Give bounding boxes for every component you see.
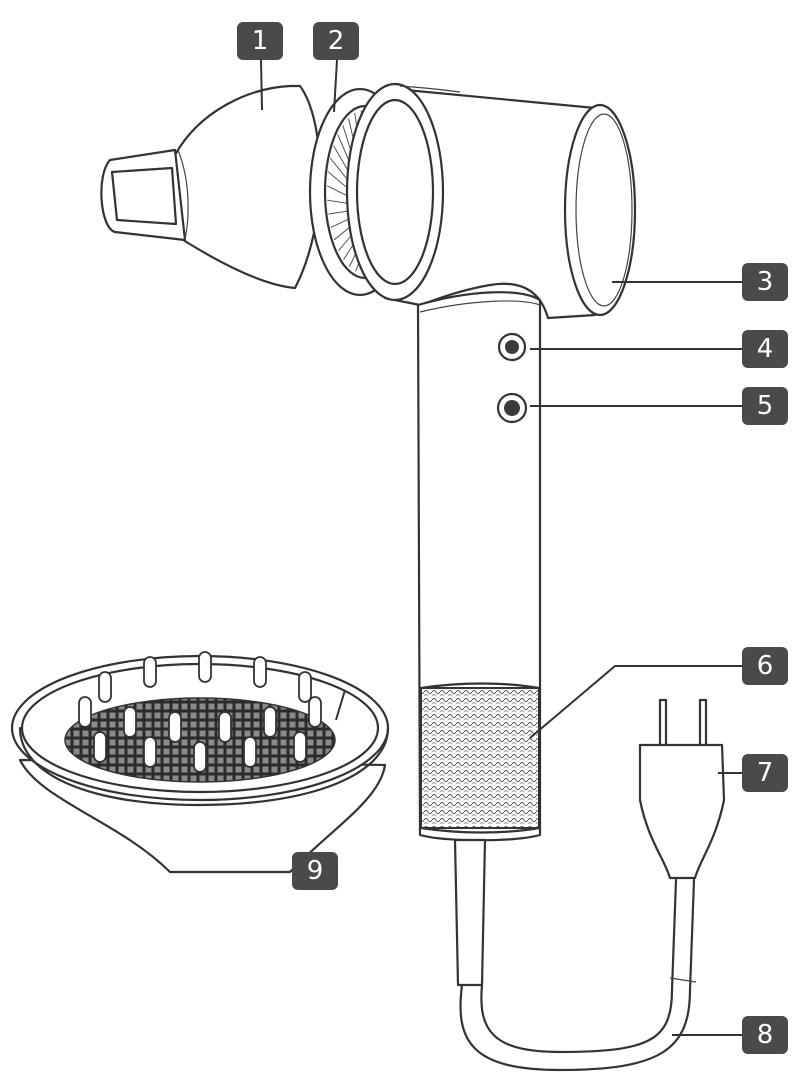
diffuser-prong: [168, 711, 182, 743]
svg-text:6: 6: [757, 651, 774, 681]
diffuser-prong: [243, 736, 257, 768]
dryer-head: [345, 82, 637, 320]
svg-text:2: 2: [328, 26, 345, 56]
callout-2-badge: 2: [313, 22, 359, 60]
diffuser-prong: [263, 706, 277, 738]
speed-button: [496, 392, 528, 424]
svg-text:4: 4: [757, 334, 774, 364]
svg-text:1: 1: [252, 26, 269, 56]
power-plug: [638, 698, 726, 880]
svg-text:3: 3: [757, 267, 774, 297]
diffuser-prong: [123, 706, 137, 738]
diffuser-prong: [293, 731, 307, 763]
callout-3-badge: 3: [742, 263, 788, 301]
concentrator-nozzle: [100, 84, 322, 290]
dryer-handle: [416, 291, 542, 842]
diffuser-attachment: [10, 651, 390, 874]
svg-text:8: 8: [757, 1020, 774, 1050]
diffuser-prong: [298, 671, 312, 703]
callout-1-badge: 1: [237, 22, 283, 60]
diffuser-prongs: [78, 651, 322, 773]
diffuser-prong: [198, 651, 212, 683]
diffuser-prong: [93, 731, 107, 763]
svg-text:5: 5: [757, 391, 774, 421]
callout-7-badge: 7: [742, 754, 788, 792]
diffuser-prong: [143, 736, 157, 768]
callout-6-badge: 6: [742, 647, 788, 685]
diffuser-prong: [253, 656, 267, 688]
svg-text:9: 9: [307, 856, 324, 886]
callout-9-badge: 9: [292, 852, 338, 890]
power-cord: [453, 838, 697, 1072]
diffuser-prong: [193, 741, 207, 773]
callout-5-badge: 5: [742, 387, 788, 425]
diffuser-prong: [98, 671, 112, 703]
callout-4-badge: 4: [742, 330, 788, 368]
leader-lines: [260, 59, 742, 1036]
diffuser-prong: [143, 656, 157, 688]
diffuser-prong: [218, 711, 232, 743]
callout-8-badge: 8: [742, 1016, 788, 1054]
temperature-button: [497, 332, 527, 362]
diffuser-prong: [308, 696, 322, 728]
svg-text:7: 7: [757, 758, 774, 788]
diffuser-prong: [78, 696, 92, 728]
